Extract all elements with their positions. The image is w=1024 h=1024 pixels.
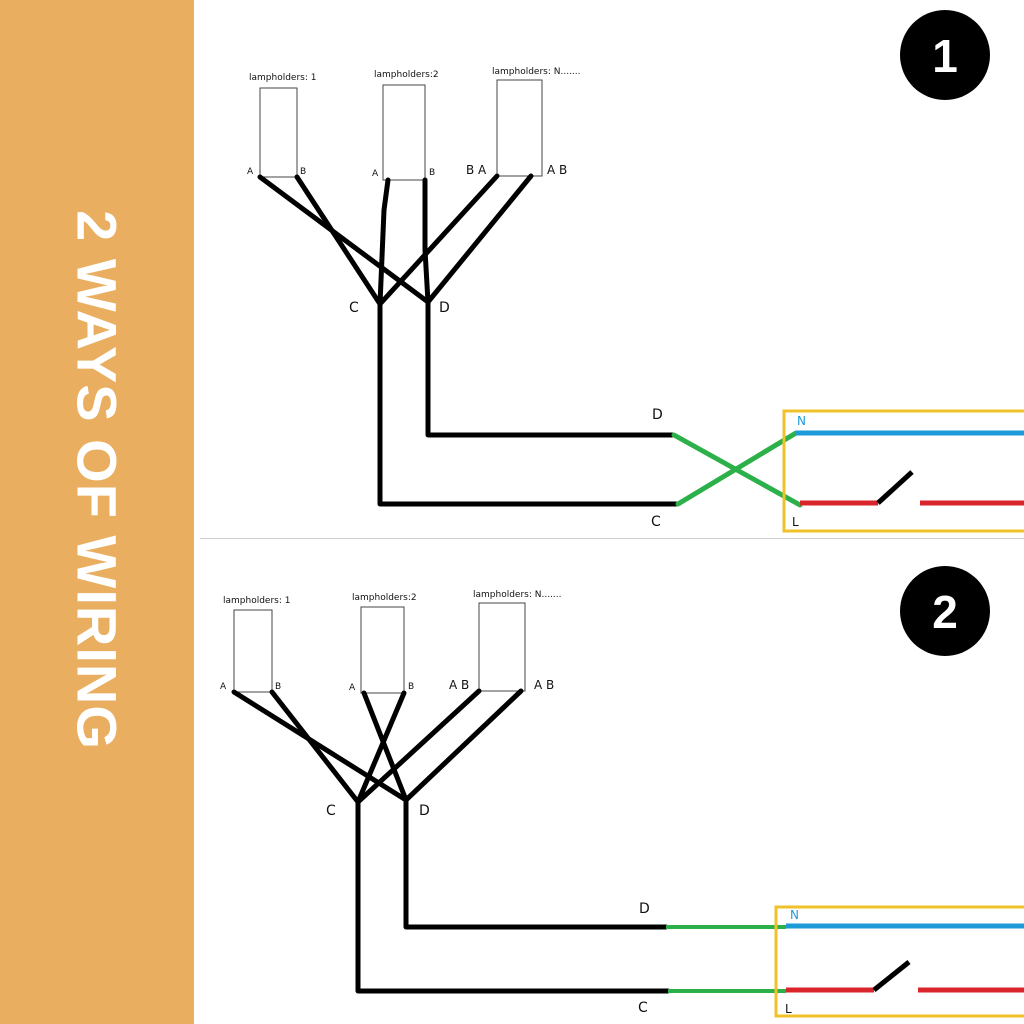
lampN-terminals-left: A B	[449, 678, 469, 692]
lampholder-n-label: lampholders: N.......	[473, 590, 562, 600]
diagram-panel	[194, 0, 1024, 1024]
lampholder-1-label: lampholders: 1	[223, 596, 290, 606]
junction-c-label: C	[349, 300, 359, 316]
lamp1-terminal-a: A	[247, 167, 254, 177]
lampN-terminals-right: A B	[534, 678, 554, 692]
end-c-label: C	[638, 1000, 648, 1016]
switch-lever-2	[872, 960, 911, 992]
diagram-1: lampholders: 1 lampholders:2 lampholders…	[247, 10, 1024, 533]
lampholder-n-label: lampholders: N.......	[492, 67, 581, 77]
lamp1-terminal-b: B	[300, 167, 306, 177]
lamp2-terminal-a: A	[372, 169, 379, 179]
wire-l1b-to-c	[269, 689, 361, 805]
wire-c-run	[377, 301, 679, 507]
wire-l1a-to-d	[257, 174, 431, 305]
switch-lever-1	[876, 470, 914, 505]
badge-2	[900, 566, 990, 656]
wire-lna-to-c	[355, 688, 482, 805]
wire-d-run	[403, 797, 669, 930]
lampN-terminals-left: B A	[466, 163, 487, 177]
wire-l2b-to-c	[355, 690, 407, 805]
neutral-label-2: N	[790, 908, 799, 922]
section-divider	[200, 538, 1024, 539]
lampholder-2-label: lampholders:2	[374, 70, 439, 80]
power-box-2	[774, 905, 1024, 1018]
wire-lna-to-c	[377, 173, 500, 307]
neutral-label-1: N	[797, 414, 806, 428]
badge-1	[900, 10, 990, 100]
diagram-2: lampholders: 1 lampholders:2 lampholders…	[220, 566, 1024, 1018]
lampN-terminals-right: A B	[547, 163, 567, 177]
badge-1-number: 1	[932, 30, 958, 82]
live-label-1: L	[792, 515, 799, 529]
junction-d-label: D	[419, 803, 430, 819]
end-d-label: D	[652, 407, 663, 423]
power-box-1	[782, 409, 1024, 533]
lampholder-2-box	[360, 606, 405, 694]
end-c-label: C	[651, 514, 661, 530]
wire-c-run	[355, 799, 671, 994]
green-wire-c-to-n	[675, 430, 799, 507]
lampholder-n-box	[496, 79, 543, 177]
wire-lnb-to-d	[425, 173, 534, 305]
wire-l1b-to-c	[294, 174, 383, 307]
wire-l2a-to-d	[361, 690, 409, 803]
end-d-label: D	[639, 901, 650, 917]
wire-d-run	[425, 299, 675, 438]
lampholder-2-box	[382, 84, 426, 181]
lamp2-terminal-a: A	[349, 683, 356, 693]
sidebar-banner: 2 WAYS OF WIRING	[0, 0, 194, 1024]
badge-2-number: 2	[932, 586, 958, 638]
lampholder-2-label: lampholders:2	[352, 593, 417, 603]
lampholder-1-box	[259, 87, 298, 178]
lampholder-n-box	[478, 602, 526, 692]
junction-c-label: C	[326, 803, 336, 819]
wire-lnb-to-d	[403, 688, 524, 803]
junction-d-label: D	[439, 300, 450, 316]
wire-l2b-to-d	[422, 177, 431, 305]
live-label-2: L	[785, 1002, 792, 1016]
lampholder-1-label: lampholders: 1	[249, 73, 316, 83]
wire-l2a-to-c	[377, 177, 391, 307]
lamp2-terminal-b: B	[429, 168, 435, 178]
lamp2-terminal-b: B	[408, 682, 414, 692]
lamp1-terminal-a: A	[220, 682, 227, 692]
lampholder-1-box	[233, 609, 273, 693]
lamp1-terminal-b: B	[275, 682, 281, 692]
